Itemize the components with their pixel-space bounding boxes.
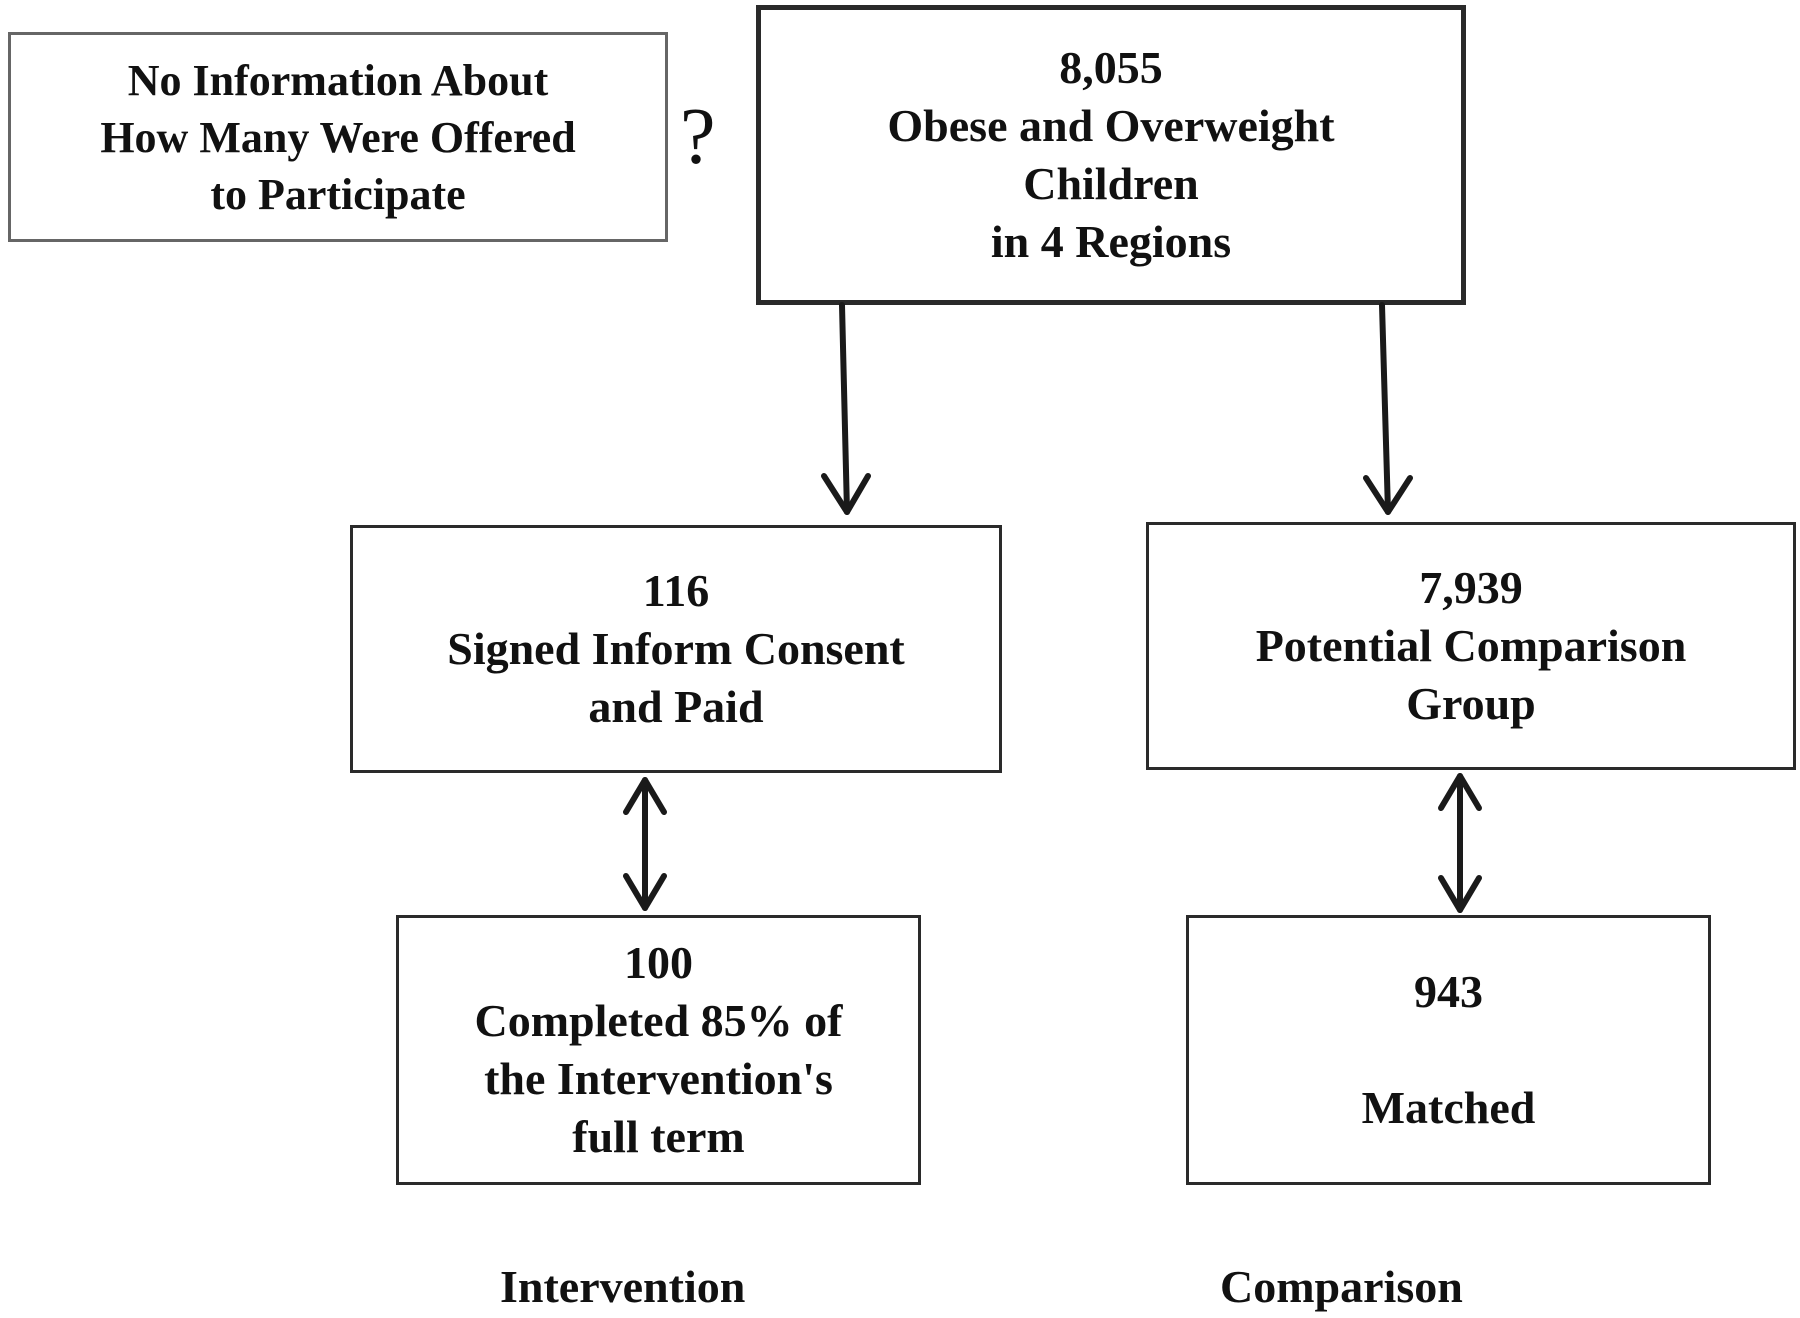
arrow-potential-matched xyxy=(1438,773,1482,913)
node-completed-line-3: full term xyxy=(572,1111,745,1162)
node-matched-line-1: Matched xyxy=(1361,1082,1536,1133)
node-matched: 943 Matched xyxy=(1186,915,1711,1185)
note-line-2: How Many Were Offered xyxy=(100,112,576,162)
question-mark-symbol: ? xyxy=(680,93,716,181)
comparison-label: Comparison xyxy=(1220,1261,1463,1312)
node-completed-line-1: Completed 85% of xyxy=(474,995,843,1046)
node-potential-comparison: 7,939 Potential Comparison Group xyxy=(1146,522,1796,770)
node-completed-count: 100 xyxy=(624,937,693,988)
node-total-children: 8,055 Obese and Overweight Children in 4… xyxy=(756,5,1466,305)
node-potential-line-2: Group xyxy=(1406,678,1536,729)
no-information-note: No Information About How Many Were Offer… xyxy=(8,32,668,242)
node-total-line-1: Obese and Overweight xyxy=(887,100,1335,151)
arrow-total-to-consent xyxy=(821,302,871,515)
note-line-3: to Participate xyxy=(210,169,466,219)
node-total-line-3: in 4 Regions xyxy=(990,216,1232,267)
node-total-count: 8,055 xyxy=(1059,42,1163,93)
node-completed: 100 Completed 85% of the Intervention's … xyxy=(396,915,921,1185)
arrow-total-to-potential xyxy=(1363,302,1413,515)
node-consent-line-1: Signed Inform Consent xyxy=(447,623,905,674)
arrow-consent-completed xyxy=(623,777,667,911)
node-consent-line-2: and Paid xyxy=(588,681,764,732)
node-total-line-2: Children xyxy=(1023,158,1199,209)
node-completed-line-2: the Intervention's xyxy=(484,1053,833,1104)
node-consent-count: 116 xyxy=(642,565,710,616)
intervention-label: Intervention xyxy=(500,1261,746,1312)
node-potential-line-1: Potential Comparison xyxy=(1255,620,1687,671)
node-potential-count: 7,939 xyxy=(1419,562,1523,613)
note-line-1: No Information About xyxy=(127,55,549,105)
node-matched-count: 943 xyxy=(1414,966,1483,1017)
node-signed-consent: 116 Signed Inform Consent and Paid xyxy=(350,525,1002,773)
